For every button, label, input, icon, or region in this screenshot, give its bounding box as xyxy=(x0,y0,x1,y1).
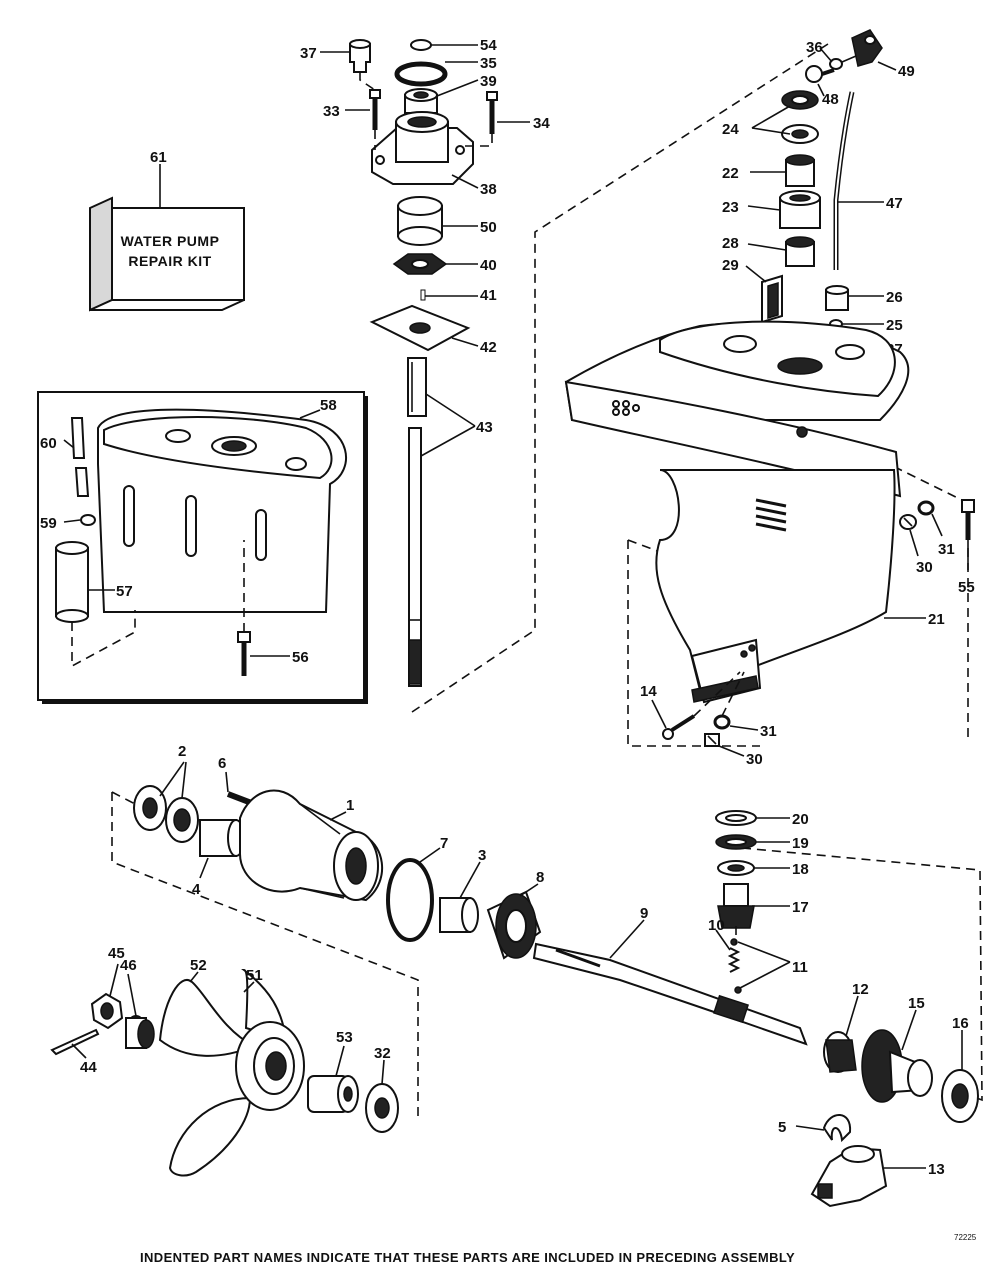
label-3: 3 xyxy=(478,847,486,864)
label-37: 37 xyxy=(300,45,317,62)
kit-label-line2: REPAIR KIT xyxy=(128,253,211,269)
label-11: 11 xyxy=(792,959,808,976)
label-51: 51 xyxy=(246,967,263,984)
right-column-parts xyxy=(761,29,883,348)
gearcase-housing xyxy=(564,320,910,704)
label-47: 47 xyxy=(886,195,903,212)
label-49: 49 xyxy=(898,63,915,80)
inset-exhaust-housing xyxy=(37,391,368,704)
label-33: 33 xyxy=(323,103,340,120)
label-59: 59 xyxy=(40,515,57,532)
label-30b: 30 xyxy=(746,751,763,768)
bearing-housing-outline xyxy=(111,792,419,1120)
label-32: 32 xyxy=(374,1045,391,1062)
label-31b: 31 xyxy=(760,723,777,740)
label-29: 29 xyxy=(722,257,739,274)
label-48: 48 xyxy=(822,91,839,108)
label-7: 7 xyxy=(440,835,448,852)
label-20: 20 xyxy=(792,811,809,828)
label-25: 25 xyxy=(886,317,903,334)
label-17: 17 xyxy=(792,899,809,916)
kit-label-line1: WATER PUMP xyxy=(121,233,220,249)
label-19: 19 xyxy=(792,835,809,852)
label-4: 4 xyxy=(192,881,201,898)
label-40: 40 xyxy=(480,257,497,274)
label-5: 5 xyxy=(778,1119,786,1136)
label-16: 16 xyxy=(952,1015,969,1032)
drawing-code: 72225 xyxy=(954,1233,977,1242)
label-22: 22 xyxy=(722,165,739,182)
label-8: 8 xyxy=(536,869,544,886)
label-24: 24 xyxy=(722,121,739,138)
label-35: 35 xyxy=(480,55,497,72)
label-61: 61 xyxy=(150,149,167,166)
water-pump-repair-kit-box: WATER PUMP REPAIR KIT xyxy=(89,196,245,312)
label-60: 60 xyxy=(40,435,57,452)
label-2: 2 xyxy=(178,743,186,760)
water-pump-parts xyxy=(349,39,498,687)
footer-note: INDENTED PART NAMES INDICATE THAT THESE … xyxy=(140,1250,795,1262)
label-26: 26 xyxy=(886,289,903,306)
label-9: 9 xyxy=(640,905,648,922)
label-55: 55 xyxy=(958,579,975,596)
label-58: 58 xyxy=(320,397,337,414)
label-15: 15 xyxy=(908,995,925,1012)
label-45: 45 xyxy=(108,945,125,962)
label-34: 34 xyxy=(533,115,550,132)
label-46: 46 xyxy=(120,957,137,974)
label-50: 50 xyxy=(480,219,497,236)
label-21: 21 xyxy=(928,611,945,628)
label-12: 12 xyxy=(852,981,869,998)
label-30a: 30 xyxy=(916,559,933,576)
label-52: 52 xyxy=(190,957,207,974)
prop-shaft-parts xyxy=(133,785,979,1208)
label-43: 43 xyxy=(476,419,493,436)
label-44: 44 xyxy=(80,1059,97,1076)
label-13: 13 xyxy=(928,1161,945,1178)
label-56: 56 xyxy=(292,649,309,666)
label-53: 53 xyxy=(336,1029,353,1046)
label-14: 14 xyxy=(640,683,657,700)
label-54: 54 xyxy=(480,37,497,54)
label-10: 10 xyxy=(708,917,725,934)
gearcase-exploded-outline xyxy=(411,43,829,713)
label-28: 28 xyxy=(722,235,739,252)
label-31a: 31 xyxy=(938,541,955,558)
label-39: 39 xyxy=(480,73,497,90)
label-6: 6 xyxy=(218,755,226,772)
label-23: 23 xyxy=(722,199,739,216)
label-57: 57 xyxy=(116,583,133,600)
label-18: 18 xyxy=(792,861,809,878)
label-1: 1 xyxy=(346,797,354,814)
label-41: 41 xyxy=(480,287,497,304)
propeller-parts xyxy=(50,968,399,1177)
label-38: 38 xyxy=(480,181,497,198)
label-42: 42 xyxy=(480,339,497,356)
label-36: 36 xyxy=(806,39,823,56)
